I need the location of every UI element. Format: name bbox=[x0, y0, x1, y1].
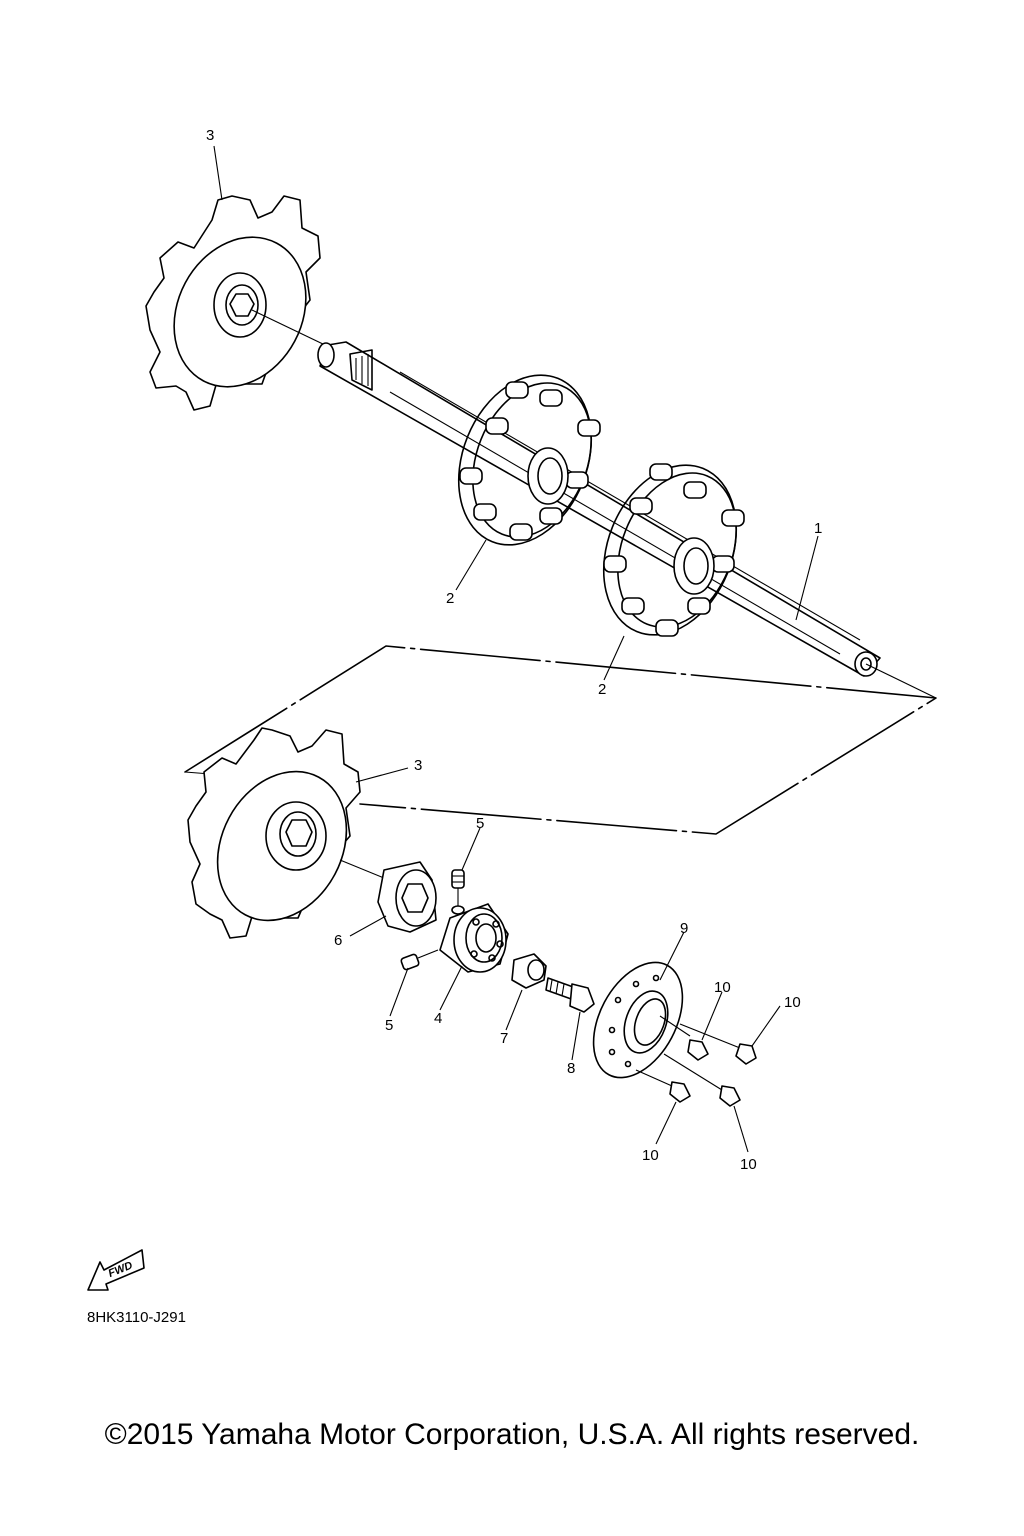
flange-plate-part-9 bbox=[592, 961, 741, 1091]
callout-10-a: 10 bbox=[714, 979, 731, 996]
fwd-direction-icon: FWD bbox=[87, 1249, 145, 1291]
bearing-part-4 bbox=[439, 903, 509, 973]
sprocket-top bbox=[145, 195, 326, 411]
bolt-part-8 bbox=[545, 977, 595, 1013]
sprocket-middle-right bbox=[602, 463, 745, 637]
callout-4: 4 bbox=[434, 1010, 442, 1027]
callout-5-bottom: 5 bbox=[385, 1017, 393, 1034]
assembly-outline bbox=[184, 645, 937, 835]
set-screw-bottom bbox=[400, 949, 439, 971]
callout-1: 1 bbox=[814, 520, 822, 537]
sprocket-middle-left bbox=[457, 374, 601, 546]
set-screw-top bbox=[451, 869, 465, 906]
callout-2-right: 2 bbox=[598, 681, 606, 698]
bolt-part-10-a bbox=[687, 1039, 709, 1061]
leader-lines bbox=[213, 145, 819, 1153]
bolt-part-10-c bbox=[669, 1081, 691, 1103]
callout-3-lower: 3 bbox=[414, 757, 422, 774]
nut-part-7 bbox=[511, 953, 547, 989]
bolt-part-10-d bbox=[719, 1085, 741, 1107]
copyright-notice: ©2015 Yamaha Motor Corporation, U.S.A. A… bbox=[104, 1418, 920, 1451]
drive-shaft bbox=[317, 341, 937, 699]
callout-2-left: 2 bbox=[446, 590, 454, 607]
callout-6: 6 bbox=[334, 932, 342, 949]
callout-3-top: 3 bbox=[206, 127, 214, 144]
callout-7: 7 bbox=[500, 1030, 508, 1047]
callout-10-c: 10 bbox=[642, 1147, 659, 1164]
bolt-part-10-b bbox=[735, 1043, 757, 1065]
callout-5-top: 5 bbox=[476, 815, 484, 832]
sprocket-lower bbox=[187, 727, 385, 939]
callout-9: 9 bbox=[680, 920, 688, 937]
callout-8: 8 bbox=[567, 1060, 575, 1077]
callout-10-b: 10 bbox=[784, 994, 801, 1011]
callout-10-d: 10 bbox=[740, 1156, 757, 1173]
collar-part-6 bbox=[377, 861, 437, 933]
drawing-code: 8HK3110-J291 bbox=[87, 1309, 186, 1326]
